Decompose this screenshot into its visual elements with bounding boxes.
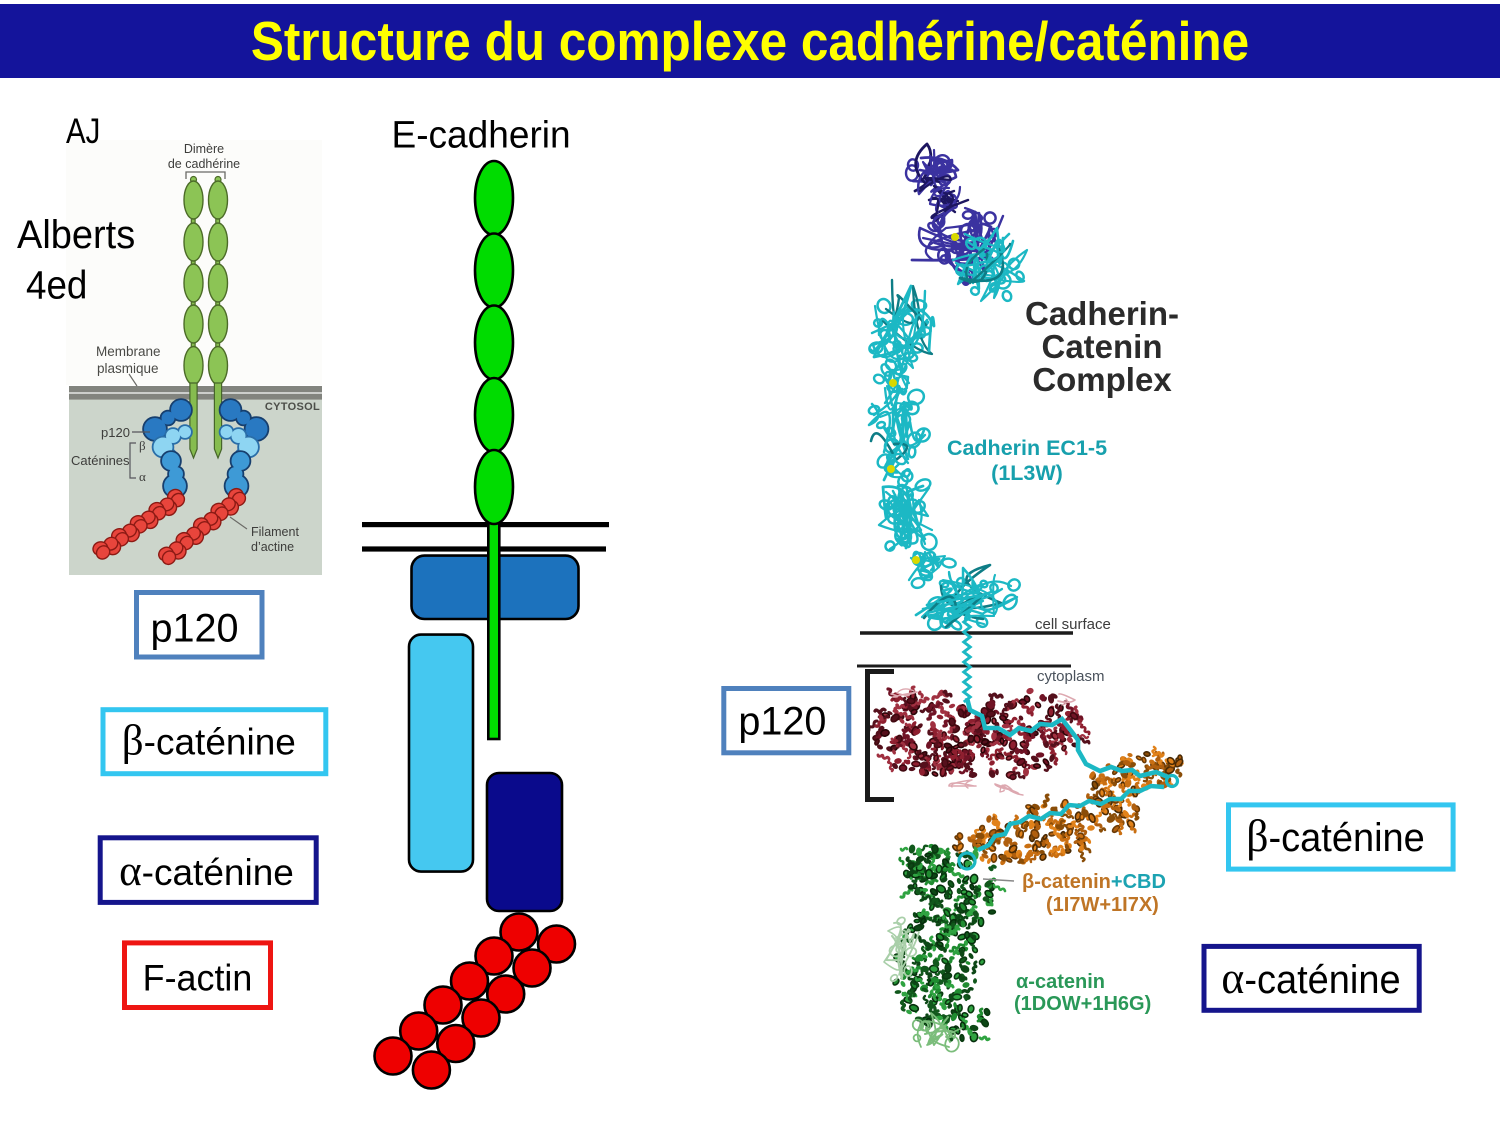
svg-text:Membrane: Membrane [96,344,161,359]
svg-text:β: β [139,438,146,453]
svg-text:E-cadherin: E-cadherin [392,113,571,156]
svg-text:Filament: Filament [251,525,299,539]
svg-text:Cadherin EC1-5: Cadherin EC1-5 [947,436,1107,460]
svg-text:de cadhérine: de cadhérine [168,157,240,171]
svg-text:p120: p120 [738,700,826,744]
svg-text:β-caténine: β-caténine [122,717,296,764]
svg-text:F-actin: F-actin [143,957,253,999]
svg-text:β-catenin+CBD: β-catenin+CBD [1022,871,1166,893]
svg-text:4ed: 4ed [26,263,87,308]
svg-text:α-catenin: α-catenin [1016,971,1105,993]
svg-text:α-caténine: α-caténine [1221,952,1400,1003]
svg-text:(1I7W+1I7X): (1I7W+1I7X) [1046,894,1159,916]
svg-text:AJ: AJ [66,112,100,151]
svg-text:Catenin: Catenin [1041,328,1162,365]
svg-text:cell surface: cell surface [1035,616,1111,633]
svg-text:β-caténine: β-caténine [1246,810,1425,861]
svg-text:(1DOW+1H6G): (1DOW+1H6G) [1014,993,1151,1015]
svg-text:plasmique: plasmique [97,361,159,376]
svg-text:cytoplasm: cytoplasm [1037,668,1105,685]
svg-text:α: α [139,469,146,484]
svg-text:Caténines: Caténines [71,453,130,468]
svg-text:CYTOSOL: CYTOSOL [265,401,320,413]
svg-text:Alberts: Alberts [17,213,135,257]
svg-text:d’actine: d’actine [251,540,294,554]
svg-text:α-caténine: α-caténine [119,848,294,895]
svg-text:(1L3W): (1L3W) [991,461,1063,485]
svg-text:Complex: Complex [1032,361,1172,398]
svg-text:p120: p120 [150,606,238,650]
svg-text:Cadherin-: Cadherin- [1025,295,1179,332]
svg-text:Structure du complexe cadhérin: Structure du complexe cadhérine/caténine [251,12,1249,73]
svg-text:p120: p120 [101,425,130,440]
svg-text:Dimère: Dimère [184,142,224,156]
